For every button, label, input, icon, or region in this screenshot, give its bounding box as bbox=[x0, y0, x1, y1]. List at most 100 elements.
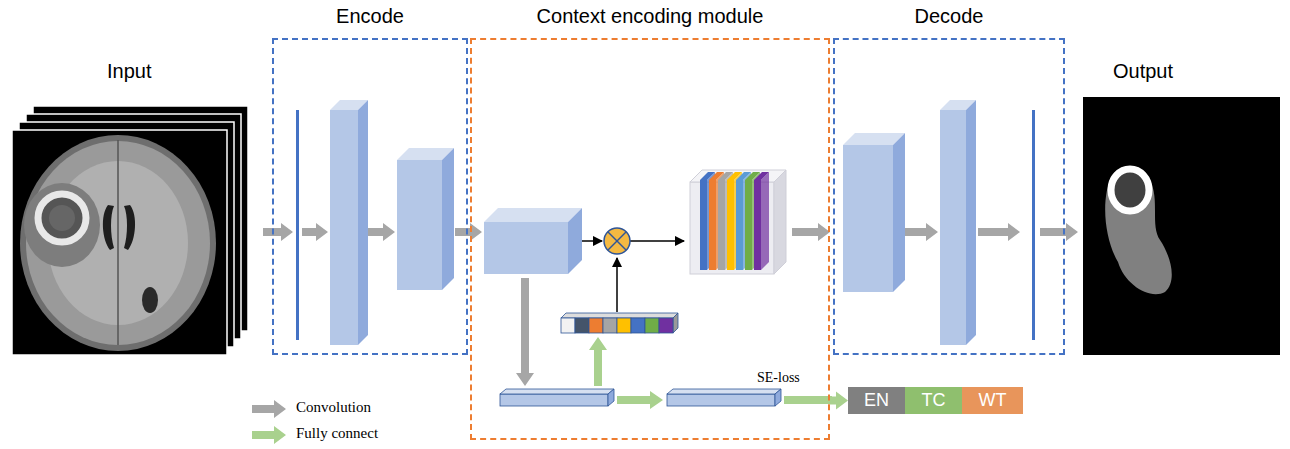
feature-map-blocks bbox=[484, 222, 568, 274]
input-mri-stack bbox=[38, 194, 86, 242]
input-mri-stack bbox=[117, 140, 119, 345]
decoder-group: Decode bbox=[833, 38, 1065, 355]
multiply-operator bbox=[604, 228, 630, 254]
input-mri-stack bbox=[26, 141, 210, 345]
feature-map-blocks bbox=[568, 208, 582, 274]
convolution-arrows bbox=[1040, 223, 1078, 241]
input-mri-stack bbox=[124, 205, 135, 250]
feature-map-blocks bbox=[358, 100, 368, 345]
image-caption: Output bbox=[1113, 60, 1173, 83]
encoding-bars bbox=[500, 389, 614, 394]
convolution-arrows bbox=[792, 223, 830, 241]
legend-sample bbox=[250, 399, 288, 419]
convolution-arrows bbox=[263, 223, 293, 241]
fully-connect-arrows bbox=[617, 391, 663, 409]
convolution-arrows bbox=[905, 223, 938, 241]
loss-label: SE-loss bbox=[755, 370, 802, 386]
weighted-feature-block bbox=[743, 172, 751, 270]
group-heading: Decode bbox=[805, 5, 1093, 28]
class-tag: TC bbox=[905, 387, 962, 414]
weighted-feature-block bbox=[690, 170, 786, 274]
feature-map-blocks bbox=[296, 110, 299, 340]
feature-map-blocks bbox=[330, 110, 358, 345]
weighted-feature-block bbox=[736, 180, 743, 270]
weighted-feature-block bbox=[700, 180, 707, 270]
attention-vector bbox=[673, 313, 678, 333]
output-segmentation bbox=[1105, 168, 1172, 294]
encoding-bars bbox=[500, 394, 608, 406]
convolution-arrows bbox=[516, 278, 534, 386]
weighted-feature-block bbox=[716, 172, 724, 270]
legend-arrow bbox=[252, 400, 286, 418]
input-mri-stack bbox=[49, 205, 75, 231]
weighted-feature-block bbox=[754, 180, 761, 270]
output-segmentation bbox=[1083, 97, 1280, 355]
weighted-feature-block bbox=[734, 172, 742, 270]
attention-vector bbox=[617, 318, 631, 333]
group-heading: Encode bbox=[244, 5, 496, 28]
legend-arrow bbox=[252, 426, 286, 444]
output-segmentation bbox=[1083, 97, 1280, 355]
weighted-feature-block bbox=[718, 180, 725, 270]
attention-vector bbox=[659, 318, 673, 333]
encoding-bars bbox=[667, 394, 775, 406]
attention-vector bbox=[631, 318, 645, 333]
encoding-bars bbox=[608, 389, 614, 406]
convolution-arrows bbox=[978, 223, 1020, 241]
legend-text: Convolution bbox=[296, 399, 371, 416]
feature-map-blocks bbox=[940, 110, 966, 345]
attention-vector bbox=[603, 318, 617, 333]
fully-connect-arrows bbox=[589, 337, 832, 409]
weighted-feature-block bbox=[725, 172, 733, 270]
image-caption: Input bbox=[107, 60, 151, 83]
feature-map-blocks bbox=[442, 148, 454, 290]
fully-connect-arrow bbox=[830, 392, 848, 410]
feature-map-blocks bbox=[484, 208, 582, 222]
class-tag: WT bbox=[962, 387, 1023, 414]
attention-vector bbox=[645, 318, 659, 333]
fully-connect-arrows bbox=[589, 337, 607, 386]
input-mri-stack bbox=[20, 135, 216, 351]
class-label: TC bbox=[922, 390, 946, 411]
input-mri-stack bbox=[103, 205, 114, 250]
feature-map-blocks bbox=[296, 100, 1035, 345]
convolution-arrows bbox=[302, 223, 328, 241]
multiply-operator bbox=[608, 232, 626, 250]
legend-sample bbox=[250, 425, 288, 445]
weighted-feature-block bbox=[727, 180, 734, 270]
encoding-bars bbox=[775, 389, 781, 406]
weighted-feature-block bbox=[752, 172, 760, 270]
feature-map-blocks bbox=[843, 145, 893, 292]
feature-map-blocks bbox=[966, 100, 976, 345]
feature-map-blocks bbox=[397, 160, 442, 290]
weighted-feature-block bbox=[761, 172, 769, 270]
group-heading: Context encoding module bbox=[442, 5, 858, 28]
encoder-group: Encode bbox=[272, 38, 468, 355]
attention-vector bbox=[561, 313, 678, 318]
input-mri-stack bbox=[12, 130, 227, 355]
multiply-operator bbox=[582, 228, 684, 312]
attention-vector bbox=[561, 318, 575, 333]
input-mri-stack bbox=[142, 287, 158, 313]
weighted-feature-block bbox=[707, 172, 715, 270]
input-mri-stack bbox=[12, 106, 248, 355]
convolution-arrows bbox=[368, 223, 395, 241]
multiply-operator bbox=[616, 258, 618, 312]
feature-map-blocks bbox=[1032, 110, 1035, 340]
legend-text: Fully connect bbox=[296, 425, 378, 442]
multiply-operator bbox=[630, 240, 684, 242]
output-segmentation bbox=[1111, 169, 1149, 211]
weighted-feature-block bbox=[774, 170, 786, 274]
multiply-operator bbox=[582, 240, 602, 242]
encoding-bars bbox=[667, 389, 781, 394]
attention-vector bbox=[589, 318, 603, 333]
weighted-feature-block bbox=[709, 180, 716, 270]
multiply-operator bbox=[608, 232, 626, 250]
weighted-feature-block bbox=[745, 180, 752, 270]
class-tag: EN bbox=[848, 387, 905, 414]
attention-vector bbox=[575, 318, 589, 333]
class-label: WT bbox=[979, 390, 1007, 411]
